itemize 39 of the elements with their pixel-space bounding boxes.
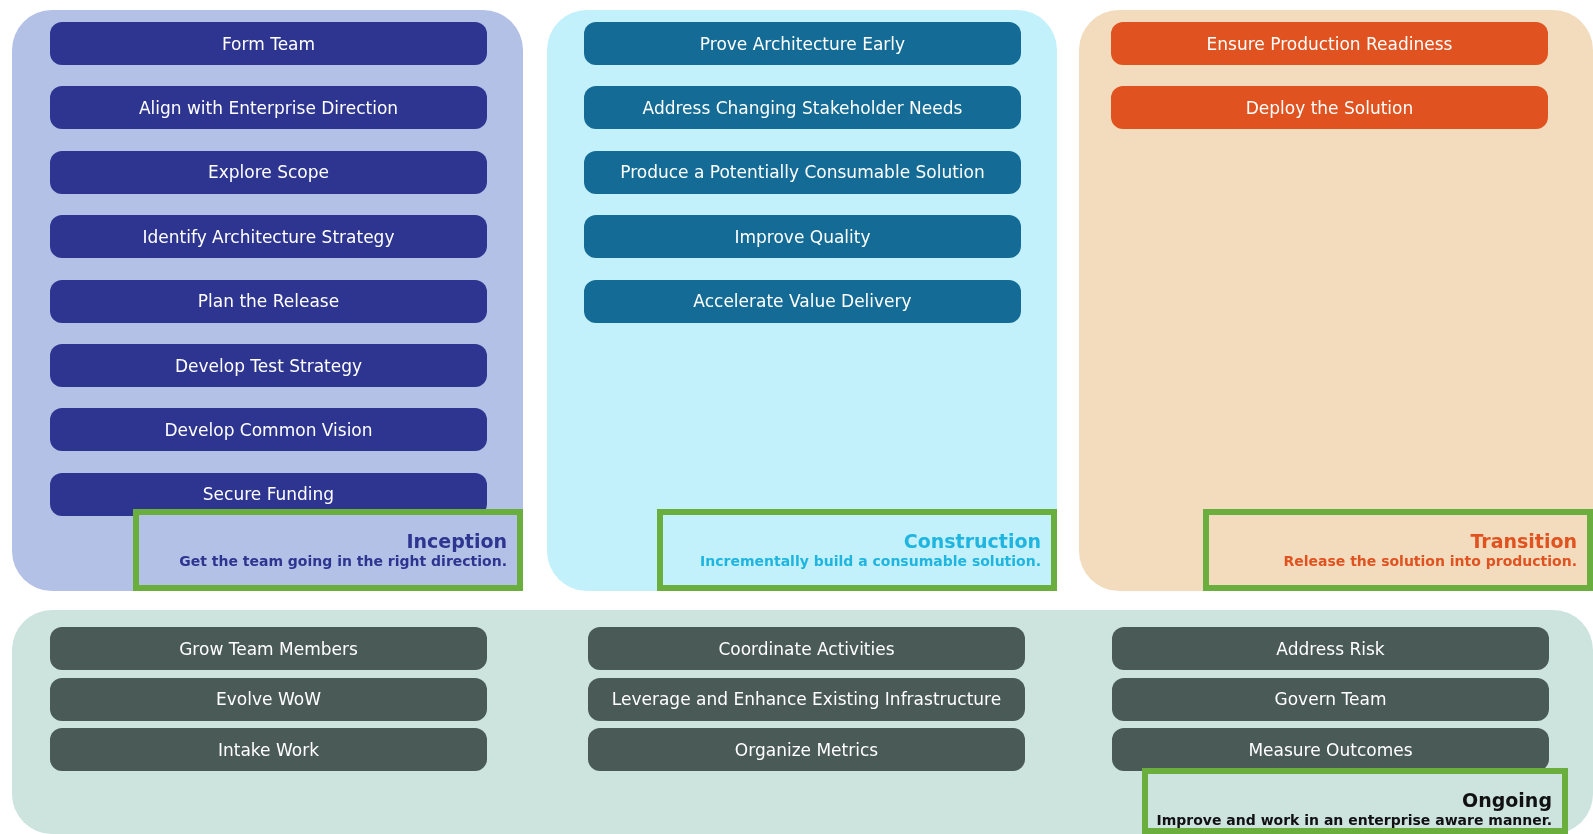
activity-pill: Leverage and Enhance Existing Infrastructure: [588, 677, 1025, 721]
activity-pill: Develop Test Strategy: [50, 344, 487, 387]
activity-pill: Coordinate Activities: [588, 627, 1025, 670]
activity-pill: Measure Outcomes: [1112, 728, 1549, 771]
activity-pill: Deploy the Solution: [1111, 86, 1548, 130]
activity-pill: Prove Architecture Early: [584, 22, 1021, 65]
activity-pill: Evolve WoW: [50, 677, 487, 721]
activity-pill: Align with Enterprise Direction: [50, 86, 487, 130]
activity-pill: Intake Work: [50, 728, 487, 771]
phase-title: Ongoing: [1461, 790, 1552, 811]
phase-title: Construction: [902, 531, 1041, 552]
activity-pill: Address Risk: [1112, 627, 1549, 670]
phase-label-box: [1203, 509, 1593, 591]
phase-panel: [1079, 10, 1593, 591]
phase-title: Inception: [405, 531, 507, 552]
phase-label-box: [1142, 768, 1568, 834]
phase-title: Transition: [1469, 531, 1577, 552]
activity-pill: Form Team: [50, 22, 487, 65]
activity-pill: Ensure Production Readiness: [1111, 22, 1548, 65]
phase-panel: [547, 10, 1057, 591]
activity-pill: Develop Common Vision: [50, 408, 487, 452]
activity-pill: Produce a Potentially Consumable Solution: [584, 150, 1021, 194]
activity-pill: Plan the Release: [50, 279, 487, 323]
phase-panel: [12, 610, 1593, 834]
phase-description: Get the team going in the right direction.: [178, 552, 507, 571]
phase-description: Incrementally build a consumable solution.: [699, 551, 1041, 571]
activity-pill: Address Changing Stakeholder Needs: [584, 86, 1021, 130]
activity-pill: Govern Team: [1112, 677, 1549, 721]
phase-label-box: [133, 509, 523, 591]
activity-pill: Explore Scope: [50, 150, 487, 194]
activity-pill: Improve Quality: [584, 215, 1021, 259]
activity-pill: Identify Architecture Strategy: [50, 215, 487, 259]
phase-panel: [12, 10, 523, 591]
phase-label-box: [657, 509, 1057, 591]
activity-pill: Grow Team Members: [50, 627, 487, 670]
phase-description: Release the solution into production.: [1282, 551, 1577, 571]
phase-description: Improve and work in an enterprise aware manner.: [1156, 811, 1552, 830]
activity-pill: Accelerate Value Delivery: [584, 279, 1021, 323]
activity-pill: Organize Metrics: [588, 728, 1025, 771]
